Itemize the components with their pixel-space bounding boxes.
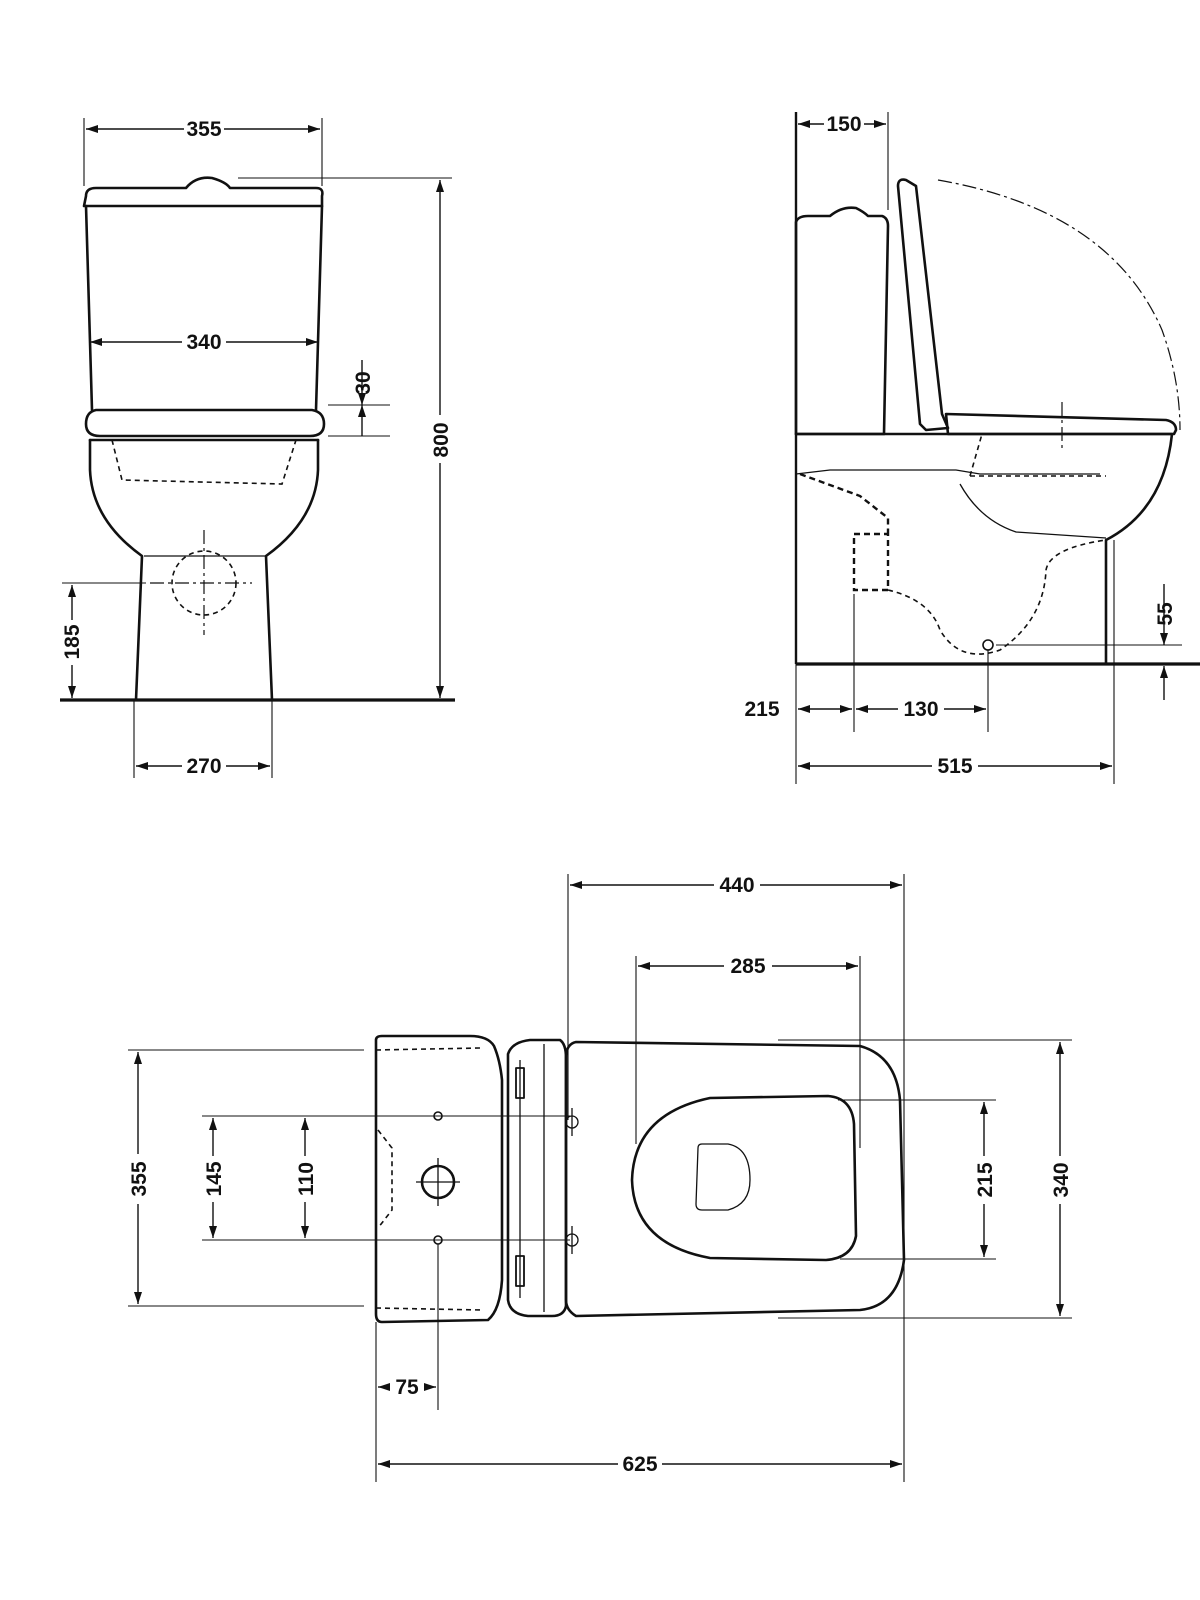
dim-plan-seat-opening-length: 285: [635, 955, 861, 1148]
front-cistern: [82, 176, 324, 412]
dim-side-total-depth: 515: [798, 540, 1115, 784]
dim-front-seat-width: 340: [90, 331, 318, 354]
dim-side-outlet-offset: 130: [856, 650, 989, 732]
dim-label: 185: [61, 624, 84, 659]
dim-label: 515: [937, 755, 972, 778]
side-seat-lid: [896, 178, 950, 432]
dim-label: 215: [744, 698, 779, 721]
dim-front-outlet-height: 185: [61, 582, 146, 698]
dim-plan-bowl-width: 340: [778, 1039, 1073, 1319]
dim-plan-fixing-outer: 145: [202, 1115, 570, 1241]
dim-plan-overall-length: 625: [378, 1453, 902, 1476]
dim-front-total-height: 800: [238, 177, 453, 698]
side-trap-curve: [887, 539, 1107, 655]
dim-plan-tank-offset: 75: [375, 1244, 439, 1482]
side-bowl: [794, 432, 1174, 666]
dim-front-tank-width: 355: [83, 118, 323, 186]
dim-label: 150: [826, 113, 861, 136]
dim-label: 285: [730, 955, 765, 978]
dim-label: 355: [128, 1161, 151, 1196]
dim-label: 440: [719, 874, 754, 897]
dim-front-base-width: 270: [133, 700, 273, 778]
dim-side-wall-to-outlet: 215: [744, 594, 855, 784]
dim-label: 30: [352, 371, 375, 394]
dim-plan-tank-depth: 355: [128, 1049, 364, 1307]
dim-label: 355: [186, 118, 221, 141]
front-bowl-hidden: [111, 439, 297, 485]
dim-label: 55: [1154, 602, 1177, 626]
side-seat: [944, 412, 1178, 436]
dim-front-seat-thickness: 30: [328, 360, 390, 437]
dim-label: 625: [622, 1453, 657, 1476]
dim-label: 270: [186, 755, 221, 778]
dim-label: 340: [186, 331, 221, 354]
dim-label: 340: [1050, 1162, 1073, 1197]
dim-side-wall-to-tank: 150: [798, 112, 889, 210]
dim-label: 145: [203, 1161, 226, 1196]
dim-label: 800: [430, 422, 453, 457]
plan-cistern: [374, 1034, 504, 1324]
plan-seat-opening: [630, 1094, 858, 1262]
front-view: 355 340 30 800 185: [60, 118, 455, 778]
plan-bowl-rim: [564, 1040, 906, 1318]
dim-label: 110: [295, 1162, 318, 1196]
front-bowl: [88, 438, 320, 702]
dim-label: 215: [974, 1162, 997, 1197]
plan-view: 440 285 355 145 11: [128, 874, 1073, 1482]
side-trap: [799, 472, 890, 592]
side-view: 150 55 215 130 515: [744, 112, 1200, 784]
dim-plan-seat-opening-width: 215: [838, 1099, 997, 1260]
front-seat: [84, 408, 326, 438]
plan-water-surface: [695, 1143, 751, 1211]
side-lid-arc: [937, 179, 1181, 431]
dim-plan-fixing-inner: 110: [295, 1118, 318, 1238]
dim-label: 130: [903, 698, 938, 721]
dim-side-outlet-height: 55: [996, 584, 1182, 700]
dim-label: 75: [395, 1376, 419, 1399]
side-cistern: [794, 206, 890, 436]
dim-plan-bowl-length: 440: [567, 874, 905, 1482]
